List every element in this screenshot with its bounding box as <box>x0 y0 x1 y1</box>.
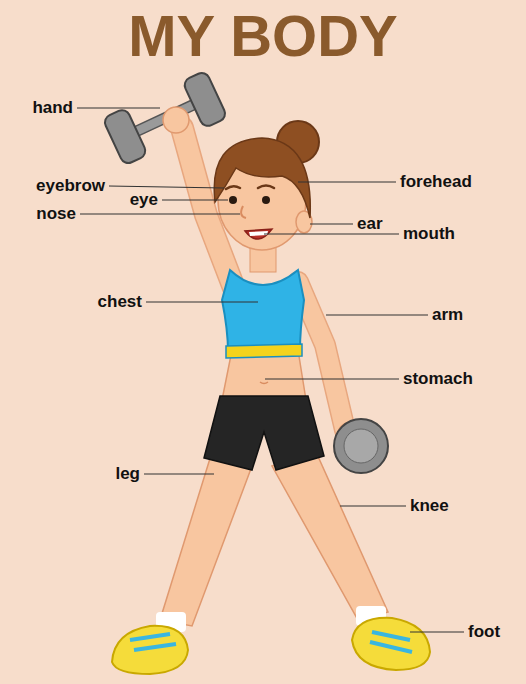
eyebrows <box>226 186 274 190</box>
leader-line <box>310 223 353 224</box>
fist <box>163 107 189 133</box>
part-label: arm <box>432 305 463 325</box>
leader-line <box>326 314 428 315</box>
part-label: mouth <box>403 224 455 244</box>
part-label: forehead <box>400 172 472 192</box>
leader-line <box>162 199 228 200</box>
part-label: foot <box>468 622 500 642</box>
navel <box>260 382 268 384</box>
leader-line <box>144 473 214 474</box>
leader-line <box>298 181 396 182</box>
shoe-stripes <box>130 634 176 650</box>
part-label: ear <box>357 214 383 234</box>
leader-line <box>410 631 464 632</box>
part-label: nose <box>36 204 76 224</box>
shoe-stripes <box>370 632 412 652</box>
sports-top <box>222 270 304 352</box>
top-band <box>226 344 302 358</box>
shoe <box>352 618 430 670</box>
leader-line <box>77 107 160 108</box>
leader-line <box>146 301 258 302</box>
leader-line <box>264 233 399 234</box>
left-leg <box>160 452 252 626</box>
hair <box>214 138 310 218</box>
part-label: knee <box>410 496 449 516</box>
part-label: stomach <box>403 369 473 389</box>
part-label: eyebrow <box>36 176 105 196</box>
part-label: leg <box>115 464 140 484</box>
part-label: chest <box>98 292 142 312</box>
shorts <box>204 396 324 470</box>
shoe <box>112 626 188 674</box>
leader-line <box>109 186 224 188</box>
right-leg <box>272 452 388 620</box>
dumbbell <box>102 70 227 165</box>
dumbbell-weight-inner <box>344 429 378 463</box>
leader-line <box>265 378 399 379</box>
eye <box>262 196 270 204</box>
eye <box>229 196 237 204</box>
part-label: hand <box>32 98 73 118</box>
nose <box>241 206 246 218</box>
leader-line <box>80 213 240 214</box>
part-label: eye <box>130 190 158 210</box>
leader-line <box>340 505 406 506</box>
dumbbell-weight <box>334 419 388 473</box>
title: MY BODY <box>128 4 398 68</box>
